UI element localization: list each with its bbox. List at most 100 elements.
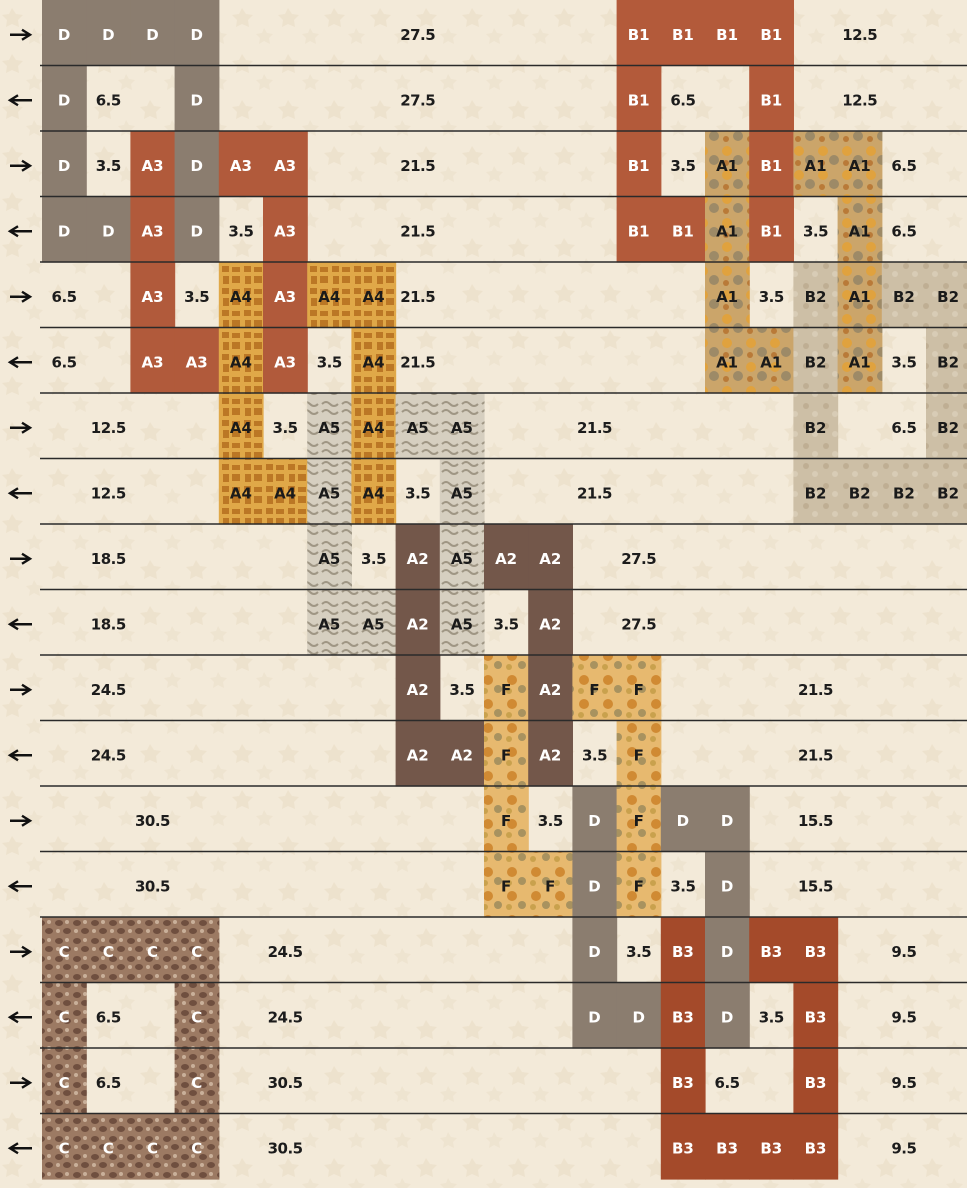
measurement-label: 27.5 <box>621 615 656 633</box>
fabric-label: A4 <box>274 484 296 502</box>
fabric-label: A3 <box>274 222 296 240</box>
fabric-label: A4 <box>362 419 384 437</box>
fabric-label: C <box>191 943 202 961</box>
fabric-label: B1 <box>760 26 782 44</box>
fabric-label: A3 <box>141 288 163 306</box>
measurement-label: 6.5 <box>891 419 916 437</box>
fabric-label: C <box>191 1008 202 1026</box>
fabric-label: F <box>634 812 644 830</box>
measurement-label: 3.5 <box>494 615 519 633</box>
fabric-label: B2 <box>893 484 915 502</box>
fabric-label: B1 <box>672 26 694 44</box>
fabric-label: A5 <box>318 615 340 633</box>
fabric-label: B1 <box>760 222 782 240</box>
fabric-label: A3 <box>274 353 296 371</box>
fabric-label: A2 <box>539 550 561 568</box>
fabric-label: B3 <box>672 1074 694 1092</box>
fabric-label: D <box>146 26 158 44</box>
fabric-label: D <box>102 26 114 44</box>
fabric-label: A1 <box>849 353 871 371</box>
fabric-label: F <box>501 877 511 895</box>
fabric-label: B2 <box>893 288 915 306</box>
fabric-label: A3 <box>186 353 208 371</box>
measurement-label: 3.5 <box>538 812 563 830</box>
measurement-label: 27.5 <box>400 91 435 109</box>
fabric-label: A1 <box>716 222 738 240</box>
fabric-label: A3 <box>141 157 163 175</box>
fabric-label: A1 <box>804 157 826 175</box>
measurement-label: 3.5 <box>228 222 253 240</box>
fabric-label: A3 <box>141 222 163 240</box>
measurement-label: 30.5 <box>268 1074 303 1092</box>
fabric-label: A5 <box>451 419 473 437</box>
measurement-label: 9.5 <box>891 1074 916 1092</box>
fabric-label: D <box>190 157 202 175</box>
fabric-label: F <box>501 812 511 830</box>
measurement-label: 6.5 <box>96 1008 121 1026</box>
measurement-label: 21.5 <box>577 419 612 437</box>
fabric-label: B3 <box>672 943 694 961</box>
fabric-label: B1 <box>760 157 782 175</box>
fabric-label: B3 <box>672 1139 694 1157</box>
fabric-label: D <box>58 91 70 109</box>
fabric-label: B2 <box>937 288 959 306</box>
fabric-label: C <box>59 1074 70 1092</box>
measurement-label: 6.5 <box>715 1074 740 1092</box>
fabric-label: B3 <box>760 1139 782 1157</box>
fabric-label: A4 <box>230 353 252 371</box>
measurement-label: 15.5 <box>798 812 833 830</box>
measurement-label: 12.5 <box>91 484 126 502</box>
fabric-label: A5 <box>451 484 473 502</box>
fabric-label: A5 <box>318 484 340 502</box>
fabric-label: D <box>721 1008 733 1026</box>
fabric-label: D <box>58 222 70 240</box>
fabric-label: F <box>545 877 555 895</box>
fabric-label: F <box>634 681 644 699</box>
fabric-label: B3 <box>672 1008 694 1026</box>
fabric-label: A2 <box>539 746 561 764</box>
fabric-label: B3 <box>760 943 782 961</box>
fabric-label: D <box>588 1008 600 1026</box>
fabric-label: F <box>501 746 511 764</box>
fabric-label: A4 <box>230 484 252 502</box>
fabric-label: B2 <box>937 419 959 437</box>
fabric-label: C <box>147 943 158 961</box>
measurement-label: 3.5 <box>626 943 651 961</box>
fabric-label: A2 <box>451 746 473 764</box>
fabric-label: B1 <box>716 26 738 44</box>
fabric-label: A5 <box>451 615 473 633</box>
fabric-label: A5 <box>318 419 340 437</box>
fabric-label: B1 <box>628 157 650 175</box>
measurement-label: 6.5 <box>52 353 77 371</box>
fabric-label: C <box>59 1008 70 1026</box>
measurement-label: 18.5 <box>91 550 126 568</box>
fabric-label: B3 <box>805 943 827 961</box>
measurement-label: 3.5 <box>96 157 121 175</box>
fabric-label: B3 <box>716 1139 738 1157</box>
fabric-label: D <box>190 91 202 109</box>
fabric-label: A4 <box>362 288 384 306</box>
fabric-label: B1 <box>628 91 650 109</box>
fabric-label: A3 <box>274 157 296 175</box>
fabric-label: A5 <box>451 550 473 568</box>
fabric-label: D <box>190 26 202 44</box>
fabric-label: A1 <box>760 353 782 371</box>
measurement-label: 24.5 <box>268 1008 303 1026</box>
fabric-label: F <box>501 681 511 699</box>
measurement-label: 21.5 <box>400 157 435 175</box>
fabric-label: D <box>588 943 600 961</box>
measurement-label: 30.5 <box>135 877 170 895</box>
fabric-label: A2 <box>407 681 429 699</box>
fabric-label: A5 <box>407 419 429 437</box>
fabric-label: A1 <box>849 157 871 175</box>
fabric-label: B2 <box>937 484 959 502</box>
measurement-label: 18.5 <box>91 615 126 633</box>
fabric-label: C <box>103 943 114 961</box>
measurement-label: 3.5 <box>582 746 607 764</box>
measurement-label: 12.5 <box>842 26 877 44</box>
fabric-label: B1 <box>628 26 650 44</box>
measurement-label: 21.5 <box>798 746 833 764</box>
measurement-label: 21.5 <box>400 288 435 306</box>
measurement-label: 12.5 <box>91 419 126 437</box>
measurement-label: 30.5 <box>135 812 170 830</box>
